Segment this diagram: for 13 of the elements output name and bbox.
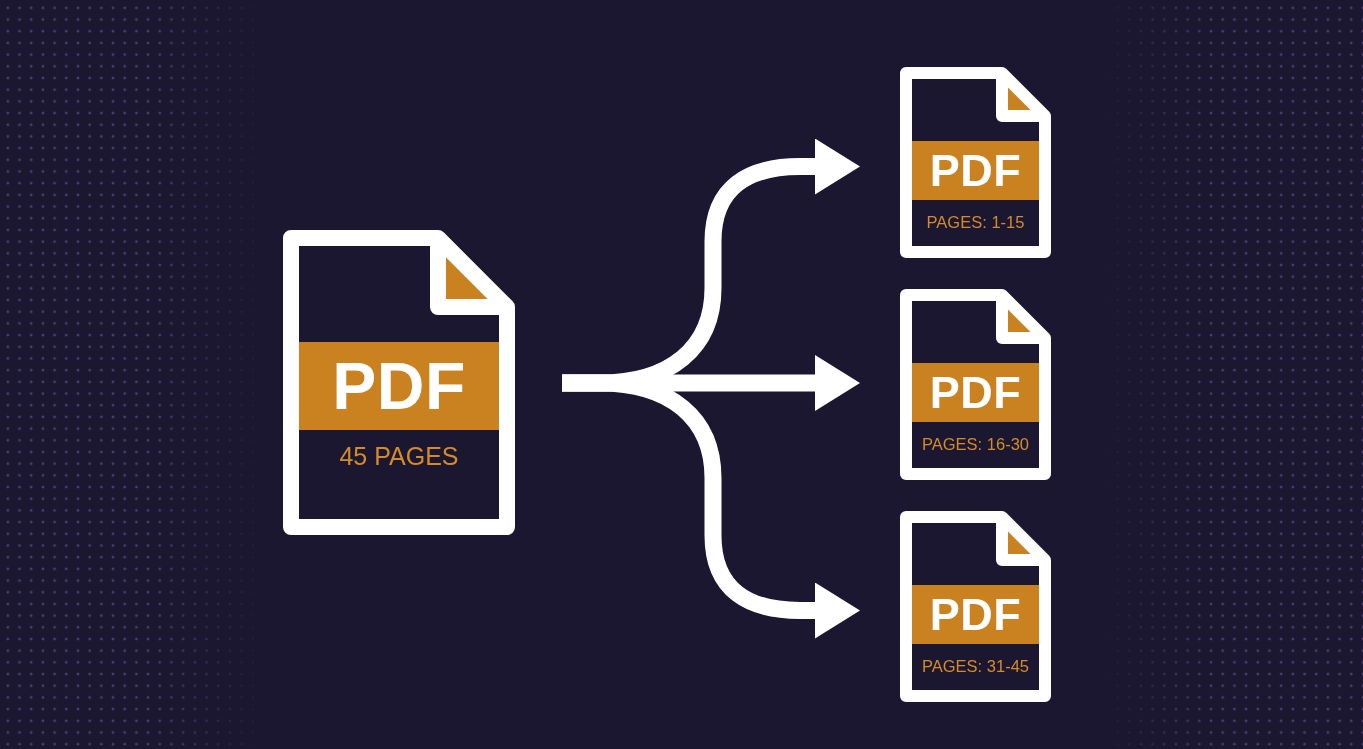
- file-type-label: PDF: [332, 353, 466, 419]
- file-type-label: PDF: [929, 148, 1022, 193]
- pdf-document: [900, 289, 1051, 480]
- page-count-label: 45 PAGES: [339, 443, 459, 469]
- split-arrow: [562, 374, 860, 639]
- file-type-label: PDF: [929, 370, 1022, 415]
- file-type-label: PDF: [929, 592, 1022, 637]
- page-count-label: PAGES: 16-30: [922, 435, 1029, 453]
- page-count-label: PAGES: 1-15: [926, 213, 1025, 231]
- page-count-label: PAGES: 31-45: [922, 657, 1029, 675]
- pdf-document: [900, 511, 1051, 702]
- pdf-document: [283, 230, 515, 535]
- pdf-document: [900, 67, 1051, 258]
